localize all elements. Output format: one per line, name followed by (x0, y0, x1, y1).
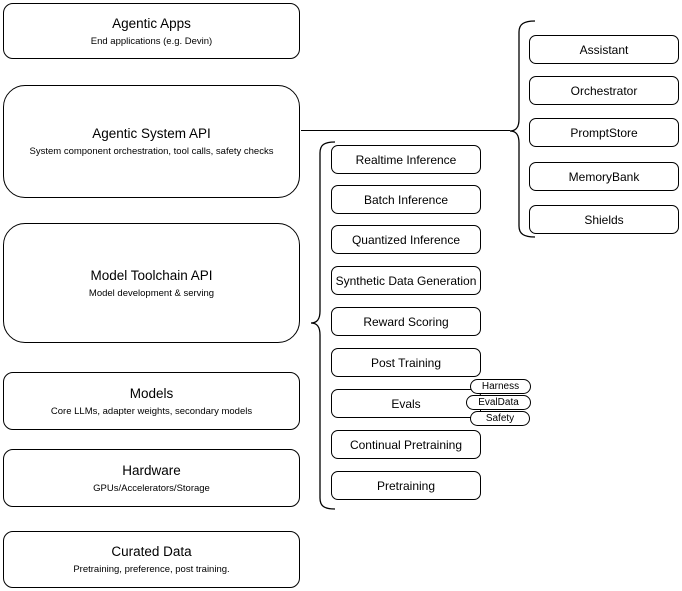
tag-evaldata: EvalData (466, 395, 531, 410)
box-title: Hardware (122, 462, 181, 478)
node-shields: Shields (529, 205, 679, 234)
node-assistant: Assistant (529, 35, 679, 64)
box-title: Models (129, 385, 174, 401)
box-title: Curated Data (111, 544, 192, 559)
tag-safety: Safety (470, 411, 530, 426)
toolchain-brace (310, 141, 336, 510)
box-curated-data: Curated Data Pretraining, preference, po… (3, 531, 300, 588)
box-subtitle: Pretraining, preference, post training. (73, 564, 230, 575)
box-title: Agentic Apps (112, 15, 191, 31)
node-synthetic-data-generation: Synthetic Data Generation (331, 266, 481, 295)
box-hardware: Hardware GPUs/Accelerators/Storage (3, 449, 300, 507)
box-title: Agentic System API (92, 126, 211, 141)
box-subtitle: GPUs/Accelerators/Storage (93, 482, 210, 494)
connector-line (301, 130, 510, 131)
box-model-toolchain-api: Model Toolchain API Model development & … (3, 223, 300, 343)
node-memorybank: MemoryBank (529, 162, 679, 191)
box-agentic-system-api: Agentic System API System component orch… (3, 85, 300, 198)
box-agentic-apps: Agentic Apps End applications (e.g. Devi… (3, 3, 300, 59)
node-post-training: Post Training (331, 348, 481, 377)
box-subtitle: Model development & serving (88, 287, 215, 299)
node-batch-inference: Batch Inference (331, 185, 481, 214)
box-subtitle: End applications (e.g. Devin) (90, 35, 213, 47)
box-subtitle: Core LLMs, adapter weights, secondary mo… (50, 405, 253, 417)
node-evals: Evals (331, 389, 481, 418)
node-quantized-inference: Quantized Inference (331, 225, 481, 254)
node-orchestrator: Orchestrator (529, 76, 679, 105)
tag-harness: Harness (470, 379, 531, 394)
node-promptstore: PromptStore (529, 118, 679, 147)
box-models: Models Core LLMs, adapter weights, secon… (3, 372, 300, 430)
node-pretraining: Pretraining (331, 471, 481, 500)
box-title: Model Toolchain API (90, 267, 213, 283)
system-components-brace (509, 20, 536, 238)
node-realtime-inference: Realtime Inference (331, 145, 481, 174)
node-continual-pretraining: Continual Pretraining (331, 430, 481, 459)
box-subtitle: System component orchestration, tool cal… (29, 146, 274, 157)
node-reward-scoring: Reward Scoring (331, 307, 481, 336)
